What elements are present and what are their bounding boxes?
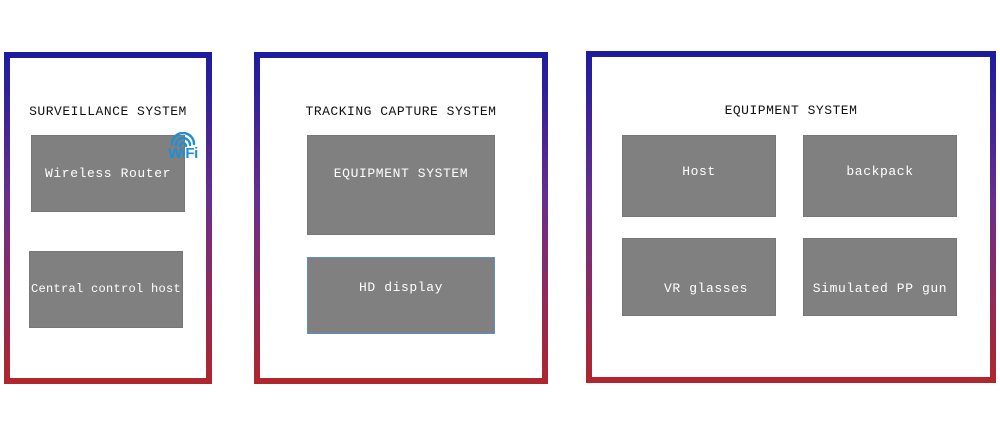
equipment-system-box: EQUIPMENT SYSTEM [307, 135, 495, 235]
vr-glasses-box: VR glasses [622, 238, 776, 316]
equipment-system-title: EQUIPMENT SYSTEM [724, 103, 858, 118]
vr-glasses-label: VR glasses [663, 281, 748, 296]
hd-display-box: HD display [307, 257, 495, 334]
wireless-router-box: Wireless Router [31, 135, 185, 212]
host-label: Host [682, 164, 716, 179]
tracking-capture-system-panel: TRACKING CAPTURE SYSTEM EQUIPMENT SYSTEM… [254, 52, 548, 384]
surveillance-system-panel: SURVEILLANCE SYSTEM Wireless Router WiFi… [4, 52, 212, 384]
central-control-host-box: Central control host [29, 251, 183, 328]
equipment-system-label: EQUIPMENT SYSTEM [333, 166, 469, 181]
surveillance-system-title: SURVEILLANCE SYSTEM [29, 104, 187, 119]
wifi-badge-text: WiFi [168, 145, 198, 162]
tracking-capture-system-title: TRACKING CAPTURE SYSTEM [305, 104, 497, 119]
hd-display-label: HD display [358, 280, 443, 295]
wifi-icon: WiFi [164, 132, 202, 164]
host-box: Host [622, 135, 776, 217]
central-control-host-label: Central control host [30, 282, 182, 296]
backpack-box: backpack [803, 135, 957, 217]
backpack-label: backpack [846, 164, 914, 179]
simulated-pp-gun-label: Simulated PP gun [812, 281, 948, 296]
equipment-system-panel: EQUIPMENT SYSTEM Host backpack VR glasse… [586, 51, 996, 383]
simulated-pp-gun-box: Simulated PP gun [803, 238, 957, 316]
wireless-router-label: Wireless Router [44, 166, 172, 181]
